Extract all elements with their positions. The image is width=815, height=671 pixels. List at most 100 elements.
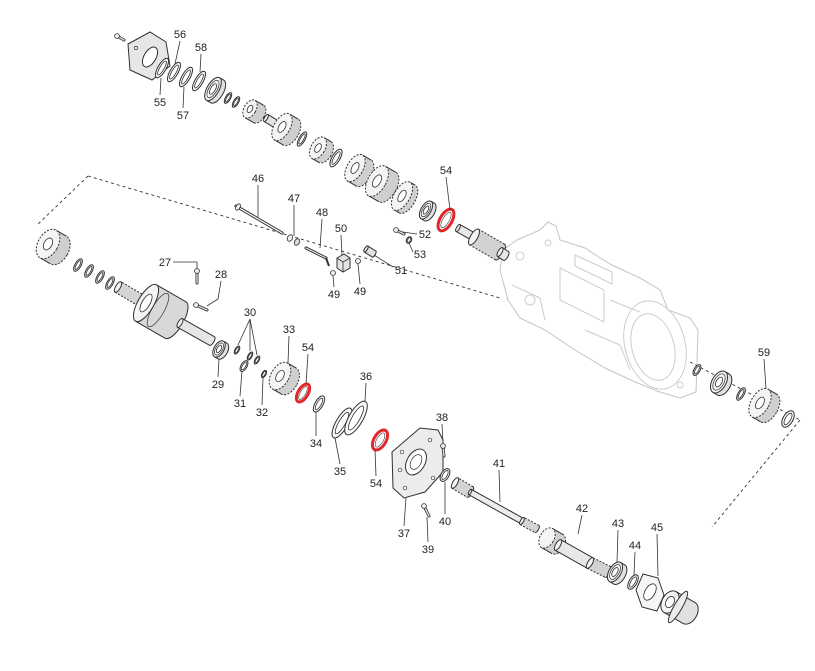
bearing-43	[606, 561, 628, 585]
callout-54-top: 54	[440, 165, 452, 177]
ring-left-1	[73, 258, 83, 272]
spacer-ring	[223, 92, 233, 104]
ring-left-3	[95, 270, 105, 284]
bushing-31	[239, 360, 249, 372]
gear-33	[268, 361, 300, 396]
lever-48	[304, 246, 330, 267]
callout-56: 56	[174, 29, 186, 41]
leader-29	[217, 358, 220, 378]
upper-output-shaft	[455, 223, 510, 261]
leader-lines	[159, 40, 767, 577]
cover-plate-37	[391, 427, 444, 499]
leader-38	[441, 423, 444, 445]
ring-right-3	[781, 410, 795, 428]
transmission-housing	[499, 221, 699, 399]
callout-59: 59	[758, 347, 770, 359]
leader-59	[763, 358, 767, 390]
callout-39: 39	[422, 544, 434, 556]
callout-55: 55	[154, 97, 166, 109]
shift-rod-46	[234, 203, 284, 235]
callout-49-left: 49	[328, 289, 340, 301]
ball-49	[355, 258, 361, 264]
leader-31	[239, 370, 243, 397]
leader-54-top	[445, 176, 451, 211]
shaft-41	[450, 477, 540, 534]
leader-39	[426, 516, 429, 543]
bearing-upper-2	[418, 200, 437, 222]
washer-53	[405, 236, 413, 244]
shaft-42	[538, 527, 613, 578]
clutch-drum	[132, 283, 189, 340]
leader-51	[373, 254, 394, 268]
synchro-hub	[308, 136, 334, 164]
ring-30c	[253, 355, 261, 365]
ring-36	[344, 400, 368, 436]
ring-30b	[246, 351, 254, 361]
gear-left	[35, 228, 71, 266]
shim-58	[192, 70, 206, 92]
callout-36: 36	[360, 371, 372, 383]
gear-59	[748, 387, 781, 424]
callout-54-bottom: 54	[370, 478, 382, 490]
bolt-27	[194, 268, 200, 285]
spacer-ring	[231, 96, 241, 108]
bearing-upper	[204, 76, 227, 104]
leader-58	[199, 53, 202, 73]
callout-31: 31	[234, 398, 246, 410]
gear-upper-3	[364, 165, 400, 203]
leader-36	[364, 382, 367, 403]
leader-57	[182, 86, 185, 109]
callout-54-mid: 54	[302, 342, 314, 354]
leader-49-left	[332, 275, 335, 288]
callout-43: 43	[612, 518, 624, 530]
callout-34: 34	[310, 438, 322, 450]
gasket-45	[635, 573, 665, 612]
callout-30: 30	[244, 307, 256, 319]
leader-48	[319, 218, 323, 249]
leader-43	[616, 529, 619, 563]
bolt-39	[421, 503, 431, 518]
callout-33: 33	[283, 324, 295, 336]
callout-29: 29	[212, 379, 224, 391]
leader-56	[174, 40, 181, 65]
callout-28: 28	[215, 269, 227, 281]
callout-38: 38	[436, 412, 448, 424]
leader-33	[287, 335, 290, 364]
ring-32	[260, 369, 268, 379]
parts-layer	[35, 31, 795, 625]
selector-block-50	[336, 253, 351, 273]
callout-40: 40	[439, 516, 451, 528]
callout-49-right: 49	[354, 286, 366, 298]
o-ring-55	[155, 57, 169, 79]
ring-right-2	[736, 387, 746, 401]
leader-53	[408, 242, 414, 253]
seal-ring-54-middle	[294, 382, 312, 404]
input-pinion	[242, 99, 267, 124]
synchro-ring	[329, 148, 343, 168]
callout-47: 47	[288, 193, 300, 205]
clutch-shaft-end	[176, 318, 216, 346]
washer-40	[439, 468, 451, 482]
callout-27: 27	[159, 257, 171, 269]
seal-ring-54-lower	[370, 428, 390, 452]
callout-35: 35	[334, 466, 346, 478]
gear-upper-1	[271, 112, 302, 147]
ring-left-4	[105, 276, 115, 290]
leader-35	[334, 437, 341, 465]
leader-45	[656, 533, 659, 577]
callout-labels: 56 58 55 57 54 46 47 48 50 52 53 51 49 4…	[154, 29, 770, 556]
ring-30a	[233, 345, 241, 355]
leader-44	[633, 551, 636, 576]
leader-27	[173, 261, 198, 269]
cover-screw	[114, 33, 126, 42]
leader-54-bottom	[374, 449, 377, 477]
pin-47	[286, 234, 301, 246]
callout-48: 48	[316, 207, 328, 219]
bolt-28	[193, 302, 209, 312]
leader-55	[159, 77, 162, 96]
leader-37	[403, 497, 407, 527]
o-ring-56	[167, 61, 181, 83]
leader-49-right	[357, 263, 361, 285]
gear-upper-4	[390, 181, 419, 214]
